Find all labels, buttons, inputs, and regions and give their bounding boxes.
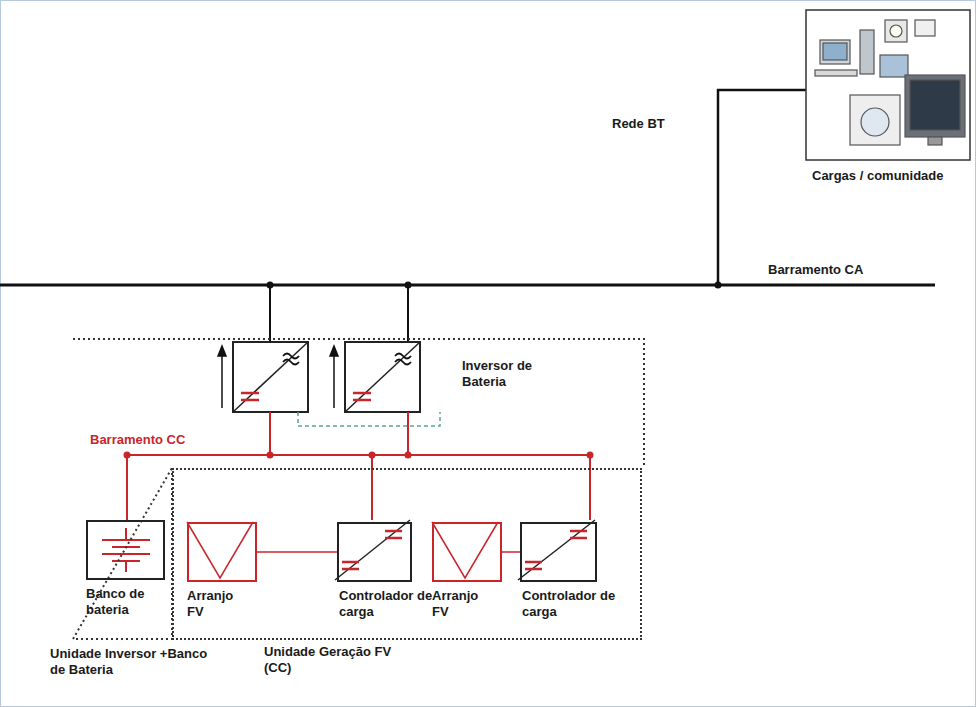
pv-array: Arranjo FV	[187, 522, 257, 582]
node-label: Banco de bateria	[86, 586, 176, 617]
node-label: Unidade Inversor +Banco de Bateria	[50, 646, 215, 677]
node-label: Arranjo FV	[432, 588, 492, 619]
node-label: Cargas / comunidade	[812, 168, 976, 184]
bus-label: Barramento CC	[90, 432, 185, 448]
network-label: Rede BT	[612, 116, 665, 132]
node-label: Unidade Geração FV (CC)	[264, 644, 404, 675]
dc-link	[257, 551, 337, 553]
load-box: Cargas / comunidade	[806, 10, 970, 160]
dc-link	[502, 551, 520, 553]
inverter-label: Inversor de Bateria	[462, 358, 572, 389]
node-label: Controlador de carga	[339, 588, 434, 619]
node-label: Arranjo FV	[187, 588, 247, 619]
node-label: Controlador de carga	[522, 588, 617, 619]
pv-array: Arranjo FV	[432, 522, 502, 582]
pv-generation-unit: Unidade Geração FV (CC)Arranjo FVControl…	[172, 468, 642, 640]
battery-bank: Banco de bateria	[86, 520, 165, 580]
charge-controller: Controlador de carga	[337, 522, 412, 582]
group-outline-path	[73, 339, 644, 639]
charge-controller: Controlador de carga	[520, 522, 597, 582]
bus-label: Barramento CA	[768, 262, 863, 278]
